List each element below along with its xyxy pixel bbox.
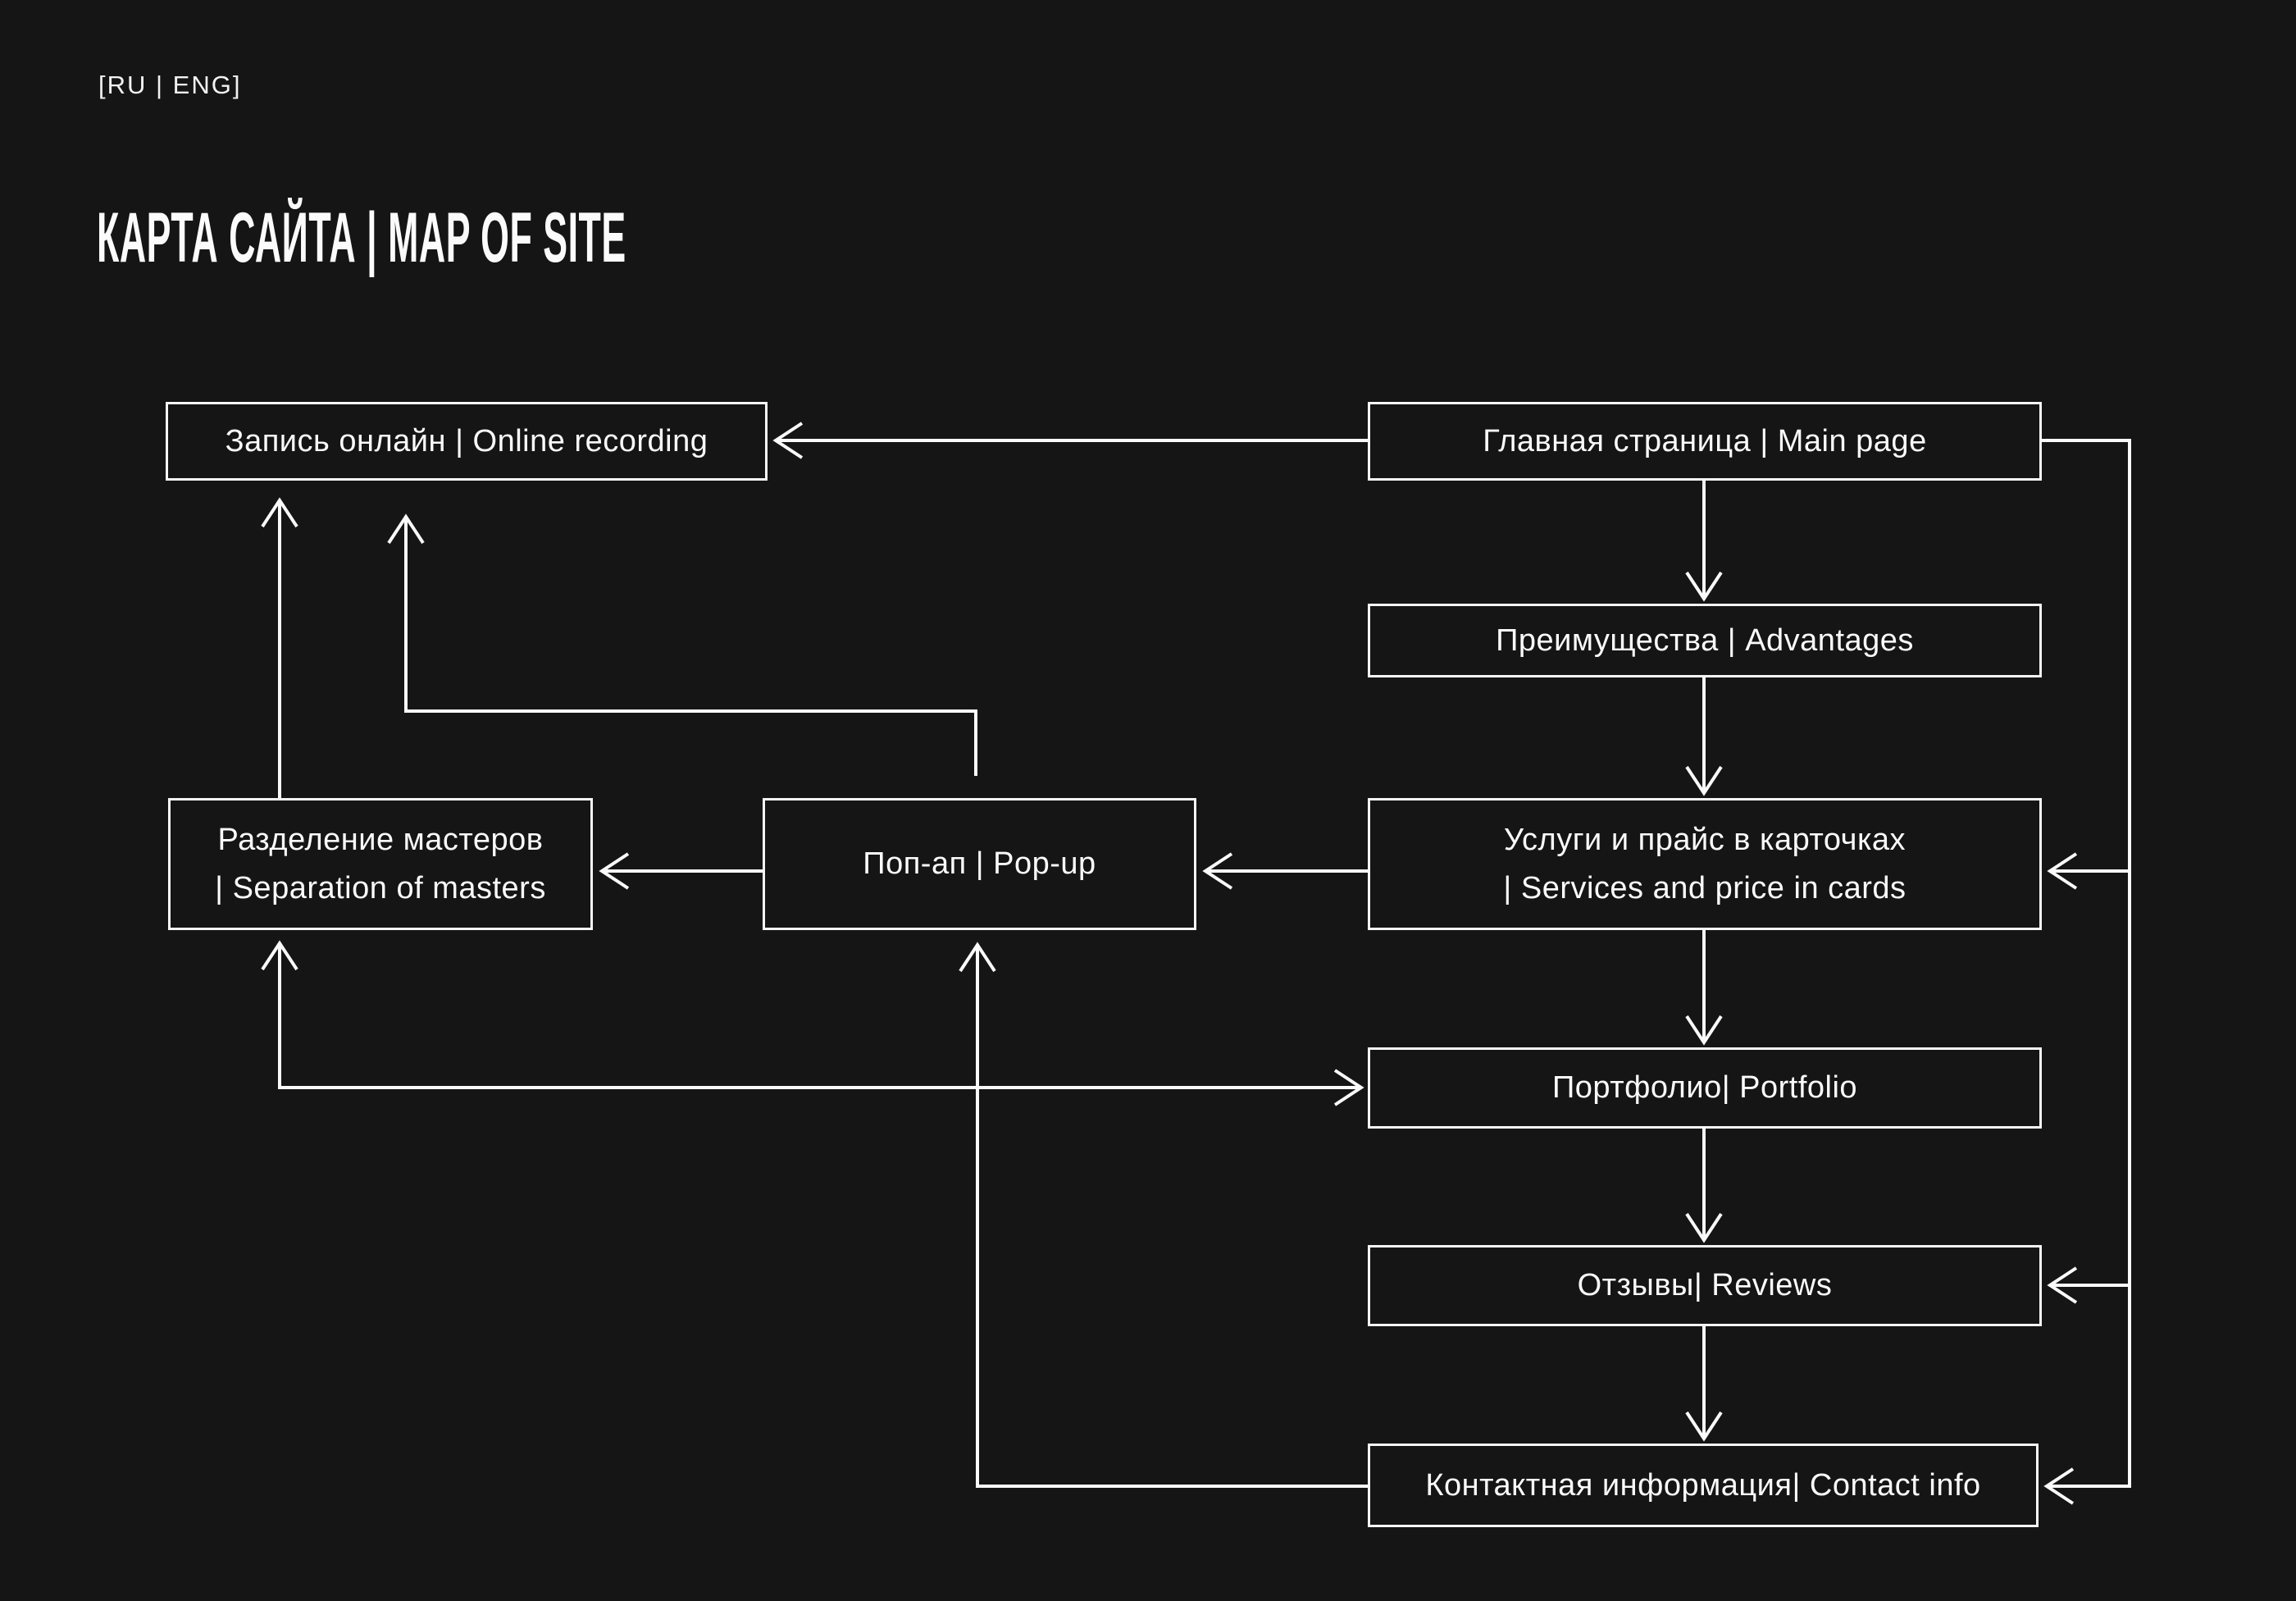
node-portfolio: Портфолио| Portfolio [1368, 1047, 2042, 1129]
node-label: Поп-ап | Pop-up [863, 846, 1096, 882]
node-label: Преимущества | Advantages [1496, 623, 1914, 658]
node-label: | Services and price in cards [1503, 870, 1906, 905]
arrowhead-icon [1685, 1212, 1723, 1243]
arrowhead-icon [2043, 1467, 2075, 1505]
arrowhead-icon [387, 513, 425, 545]
arrowhead-icon [2047, 852, 2078, 890]
node-label: Разделение мастеров [217, 822, 544, 857]
connector-masters-portfolio-bidirectional [261, 940, 1364, 1106]
arrowhead-icon [1685, 571, 1723, 602]
connector-services-to-popup [1202, 852, 1368, 890]
connector-main-to-recording [772, 422, 1368, 459]
connector-rail-to-reviews [2047, 1266, 2130, 1304]
connector-popup-to-masters [599, 852, 763, 890]
connector-advantages-to-services [1685, 677, 1723, 796]
connector-rail-to-services [2047, 852, 2130, 890]
node-label: Контактная информация| Contact info [1425, 1467, 1981, 1503]
arrowhead-icon [959, 942, 996, 973]
connector-popup-to-recording [387, 513, 977, 776]
connector-reviews-to-contact [1685, 1326, 1723, 1442]
page-title: КАРТА САЙТА | MAP OF SITE [97, 198, 626, 277]
node-label: Портфолио| Portfolio [1551, 1070, 1858, 1106]
arrowhead-icon [1333, 1069, 1364, 1106]
arrowhead-icon [599, 852, 630, 890]
connector-contact-to-popup [959, 942, 1368, 1488]
node-services-price: Услуги и прайс в карточках | Services an… [1368, 798, 2042, 930]
connector-right-rail-main-to-contact [2042, 439, 2131, 1505]
node-reviews: Отзывы| Reviews [1368, 1245, 2042, 1326]
node-label: Запись онлайн | Online recording [225, 423, 708, 458]
node-separation-of-masters: Разделение мастеров | Separation of mast… [168, 798, 593, 930]
node-label: | Separation of masters [215, 870, 546, 905]
arrowhead-icon [772, 422, 804, 459]
connector-portfolio-to-reviews [1685, 1129, 1723, 1243]
arrowhead-icon [261, 940, 298, 971]
node-main-page: Главная страница | Main page [1368, 402, 2042, 481]
node-popup: Поп-ап | Pop-up [763, 798, 1196, 930]
node-advantages: Преимущества | Advantages [1368, 604, 2042, 677]
node-contact-info: Контактная информация| Contact info [1368, 1444, 2039, 1527]
node-label: Главная страница | Main page [1483, 423, 1927, 458]
arrowhead-icon [261, 497, 298, 528]
language-switch: [RU | ENG] [98, 71, 242, 99]
arrowhead-icon [1202, 852, 1233, 890]
arrowhead-icon [1685, 765, 1723, 796]
arrowhead-icon [2047, 1266, 2078, 1304]
connector-main-to-advantages [1685, 481, 1723, 602]
node-label: Услуги и прайс в карточках [1503, 822, 1906, 857]
connector-services-to-portfolio [1685, 930, 1723, 1046]
node-label: Отзывы| Reviews [1577, 1268, 1833, 1303]
node-online-recording: Запись онлайн | Online recording [166, 402, 768, 481]
arrowhead-icon [1685, 1411, 1723, 1442]
connector-masters-to-recording [261, 497, 298, 798]
arrowhead-icon [1685, 1015, 1723, 1046]
